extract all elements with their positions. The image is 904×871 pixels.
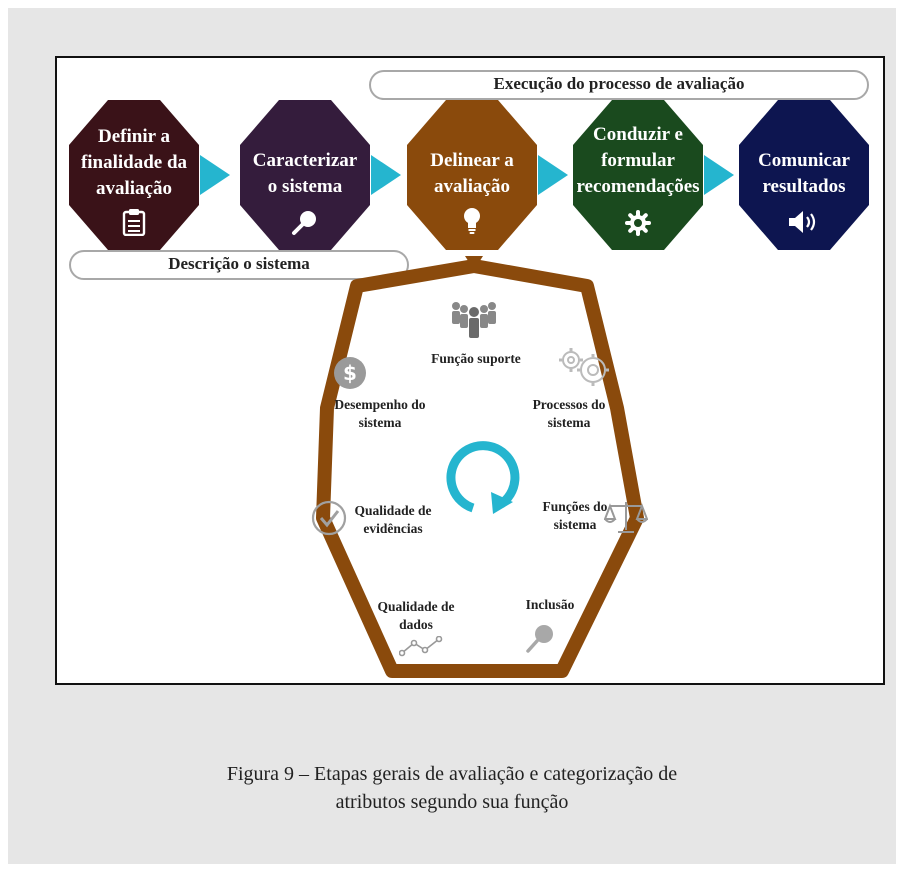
clipboard-icon: [122, 208, 146, 240]
pill-execucao: Execução do processo de avaliação: [369, 70, 869, 100]
step-definir-label: Definir a finalidade da avaliação: [80, 126, 188, 199]
step-conduzir-label: Conduzir e formular recomendações: [576, 124, 700, 197]
line-chart-icon: [399, 636, 443, 657]
step-caracterizar: Caracterizar o sistema: [240, 100, 370, 250]
pill-descricao-label: Descrição o sistema: [168, 254, 310, 273]
arrow-2: [371, 155, 401, 195]
speaker-icon: [787, 208, 821, 240]
svg-text:$: $: [343, 361, 357, 385]
pill-execucao-label: Execução do processo de avaliação: [493, 74, 745, 93]
figure-frame: Execução do processo de avaliação Defini…: [55, 56, 885, 685]
dollar-icon: $: [334, 357, 366, 389]
step-definir: Definir a finalidade da avaliação: [69, 100, 199, 250]
cycle-icon: [446, 441, 520, 514]
arrow-1: [200, 155, 230, 195]
attr-processos: Processos do sistema: [532, 397, 606, 430]
check-icon: [311, 500, 347, 536]
step-conduzir: Conduzir e formular recomendações: [573, 100, 703, 250]
attr-qualidade-dados: Qualidade de dados: [377, 599, 455, 632]
attr-qualidade-evidencias: Qualidade de evidências: [354, 503, 432, 536]
search-icon: [526, 625, 553, 653]
magnifier-icon: [291, 208, 319, 240]
scales-icon: [604, 502, 648, 533]
gear-icon: [625, 210, 651, 240]
attr-funcoes: Funções do sistema: [542, 499, 608, 532]
step-caracterizar-label: Caracterizar o sistema: [252, 150, 358, 197]
step-delinear-label: Delinear a avaliação: [430, 150, 514, 197]
step-delinear: Delinear a avaliação: [407, 100, 537, 250]
step-comunicar: Comunicar resultados: [739, 100, 869, 250]
attr-inclusao: Inclusão: [525, 597, 575, 612]
figure-caption: Figura 9 – Etapas gerais de avaliação e …: [226, 763, 678, 813]
arrow-3: [538, 155, 568, 195]
page: Execução do processo de avaliação Defini…: [8, 8, 896, 864]
step-comunicar-label: Comunicar resultados: [758, 150, 850, 197]
pill-descricao: Descrição o sistema: [69, 250, 409, 280]
lightbulb-icon: [462, 206, 482, 240]
attributes-heptagon: [316, 256, 644, 678]
attr-desempenho: Desempenho do sistema: [334, 397, 426, 430]
arrow-4: [704, 155, 734, 195]
gears-icon: [559, 348, 609, 386]
attr-funcao-suporte: Função suporte: [431, 351, 521, 366]
people-icon: [452, 302, 496, 338]
